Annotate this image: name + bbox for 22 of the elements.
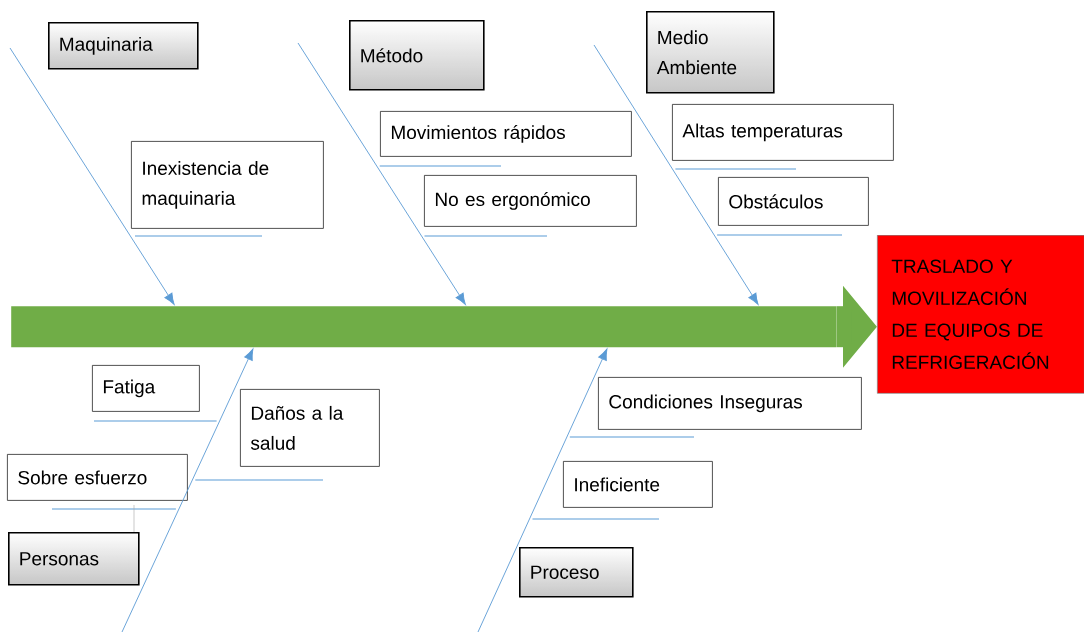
bone-arrow <box>593 44 759 305</box>
bone-arrow <box>9 47 175 305</box>
cause-box: Ineficiente <box>563 461 713 508</box>
cause-box: Condiciones Inseguras <box>598 377 862 430</box>
cause-box: Movimientos rápidos <box>380 111 632 157</box>
cause-box: Obstáculos <box>718 177 869 226</box>
cause-box: No es ergonómico <box>424 175 637 227</box>
cause-box: Inexistencia de maquinaria <box>131 141 324 229</box>
category-box: Medio Ambiente <box>646 11 775 94</box>
bone-arrow <box>297 42 466 305</box>
category-box: Método <box>349 20 485 91</box>
cause-box: Sobre esfuerzo <box>7 454 188 501</box>
bone-arrow <box>121 348 254 633</box>
bone-arrow <box>477 348 608 633</box>
category-box: Proceso <box>519 547 634 598</box>
cause-box: Fatiga <box>92 365 200 412</box>
spine-bar <box>11 306 837 348</box>
cause-box: Altas temperaturas <box>672 104 894 161</box>
effect-box: TRASLADO Y MOVILIZACIÓN DE EQUIPOS DE REFRIGERACIÓN <box>877 235 1084 394</box>
category-box: Maquinaria <box>48 22 199 70</box>
category-box: Personas <box>8 532 140 586</box>
cause-box: Daños a la salud <box>240 389 380 467</box>
